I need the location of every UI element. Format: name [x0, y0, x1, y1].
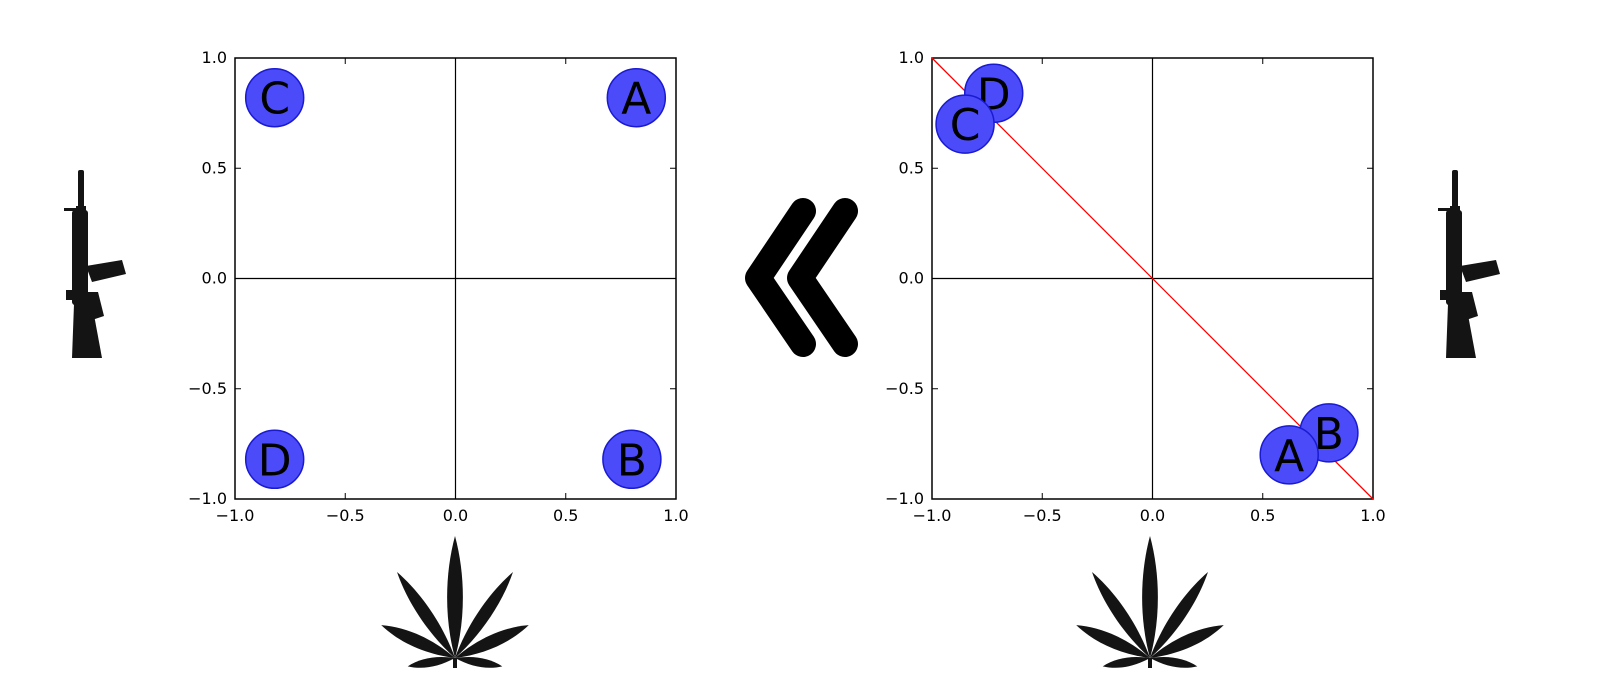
x-tick-label: −1.0 [216, 506, 255, 525]
point-marker [602, 429, 662, 490]
y-tick-label: 1.0 [202, 48, 227, 67]
y-tick-label: −1.0 [885, 489, 924, 508]
x-tick-label: 0.0 [443, 506, 468, 525]
point-marker [935, 94, 995, 154]
y-tick-label: 0.5 [899, 158, 924, 177]
y-tick-label: 1.0 [899, 48, 924, 67]
point-B: B [602, 429, 662, 490]
point-label: A [621, 74, 651, 125]
cannabis-leaf-icon [1076, 536, 1224, 668]
rifle-icon [1438, 170, 1500, 358]
point-label: D [258, 435, 292, 486]
y-tick-label: 0.5 [202, 158, 227, 177]
diagonal-line [931, 57, 1374, 500]
y-tick-label: −0.5 [885, 379, 924, 398]
rifle-icon [64, 170, 126, 358]
point-marker [606, 67, 667, 128]
point-label: C [259, 74, 290, 125]
x-tick-label: 0.0 [1140, 506, 1165, 525]
double-chevron-left-icon [745, 198, 858, 357]
point-marker [244, 429, 305, 490]
left-scatter-panel: −1.0 −0.5 0.0 0.5 1.0 1.0 0.5 0.0 −0.5 −1.0 C A D B [188, 48, 689, 525]
x-tick-label: 0.5 [1250, 506, 1275, 525]
point-marker [1259, 425, 1319, 485]
x-tick-label: 1.0 [663, 506, 688, 525]
x-tick-label: −1.0 [913, 506, 952, 525]
point-marker [244, 67, 305, 128]
point-label: B [617, 435, 647, 486]
point-label: B [1314, 409, 1344, 460]
x-tick-label: −0.5 [1023, 506, 1062, 525]
x-tick-label: −0.5 [326, 506, 365, 525]
y-tick-label: 0.0 [899, 269, 924, 288]
x-tick-label: 1.0 [1360, 506, 1385, 525]
y-tick-label: −0.5 [188, 379, 227, 398]
point-label: C [950, 100, 981, 151]
point-label: A [1274, 431, 1304, 482]
y-tick-label: 0.0 [202, 269, 227, 288]
point-A: A [606, 67, 667, 128]
point-C: C [935, 94, 995, 154]
point-C: C [244, 67, 305, 128]
cannabis-leaf-icon [381, 536, 529, 668]
y-tick-label: −1.0 [188, 489, 227, 508]
point-D: D [244, 429, 305, 490]
x-tick-label: 0.5 [553, 506, 578, 525]
point-A: A [1259, 425, 1319, 485]
